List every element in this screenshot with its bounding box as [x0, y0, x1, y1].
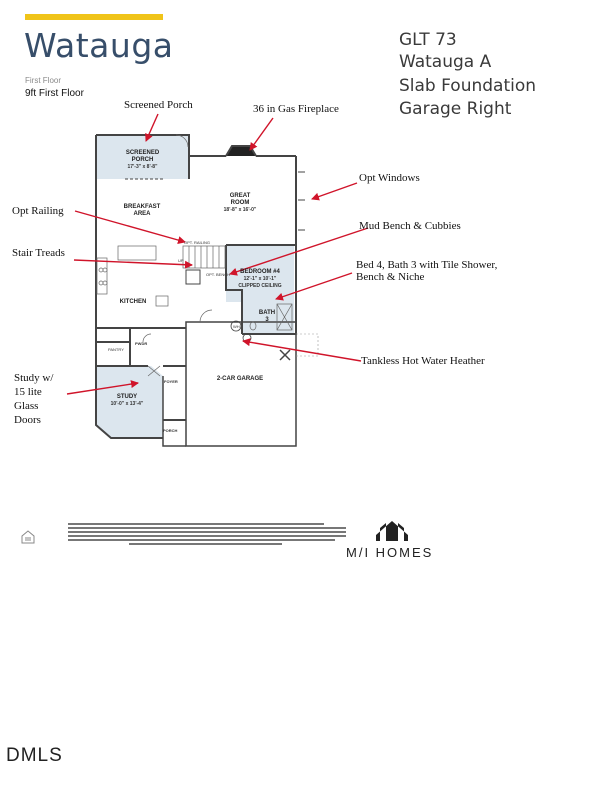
window-marks: [125, 171, 305, 231]
stair-closet: [185, 269, 201, 285]
annotation-mud-bench: Mud Bench & Cubbies: [359, 220, 461, 232]
screened-porch-name-2: PORCH: [131, 157, 154, 163]
screened-porch-fill: [96, 135, 189, 179]
great-room-label: GREAT ROOM 18'-8" x 16'-0": [210, 193, 270, 214]
annotation-bed4-line2: Bench & Niche: [356, 271, 425, 283]
pantry-label: PANTRY: [108, 347, 124, 352]
screened-porch-dims: 17'-3" x 8'-8": [127, 164, 158, 170]
stairs: [182, 245, 226, 269]
spec-glt-value: 73: [435, 30, 457, 50]
opt-bench-tag: OPT. BENCH: [206, 272, 231, 277]
accent-bar: [25, 14, 163, 20]
bath3-name-1: BATH: [258, 310, 276, 316]
breakfast-name-1: BREAKFAST: [123, 204, 161, 210]
spec-garage: Garage Right: [399, 99, 512, 119]
opt-railing-tag: OPT. RAILING: [184, 240, 211, 245]
great-room-name-2: ROOM: [230, 200, 250, 206]
disclaimer-fine-print: [68, 523, 346, 547]
annotation-gas-fireplace: 36 in Gas Fireplace: [253, 103, 339, 115]
annotation-study-line4: Doors: [14, 414, 41, 426]
floor-label: First Floor: [25, 76, 61, 85]
spec-model: Watauga A: [399, 52, 492, 72]
porch-label: PORCH: [163, 428, 178, 433]
walls: [95, 134, 297, 447]
study-name: STUDY: [116, 394, 138, 400]
annotation-opt-windows: Opt Windows: [359, 172, 420, 184]
study-fill: [96, 366, 163, 438]
screened-porch-label: SCREENED PORCH 17'-3" x 8'-8": [115, 150, 170, 171]
screened-porch-name-1: SCREENED: [125, 150, 160, 156]
annotation-bed4-line1: Bed 4, Bath 3 with Tile Shower,: [356, 259, 498, 271]
garage-label: 2-CAR GARAGE: [216, 376, 264, 382]
equal-housing-icon: [21, 530, 35, 544]
study-label: STUDY 10'-0" x 13'-4": [102, 394, 152, 408]
bedroom4-label: BEDROOM #4 12'-1" x 10'-1" CLIPPED CEILI…: [228, 269, 292, 290]
plan-title: Watauga: [24, 26, 174, 65]
bedroom4-dims: 12'-1" x 10'-1": [243, 276, 277, 282]
annotation-bed4: Bed 4, Bath 3 with Tile Shower, Bench & …: [356, 259, 497, 283]
breakfast-area-label: BREAKFAST AREA: [112, 204, 172, 218]
spec-glt: GLT 73: [399, 30, 457, 50]
mi-homes-logo-mark: [376, 521, 408, 541]
kitchen-fixtures: [96, 245, 169, 307]
breakfast-name-2: AREA: [133, 211, 151, 217]
garage-bumpout: [296, 333, 319, 357]
annotation-screened-porch: Screened Porch: [124, 99, 193, 111]
bath3-name-2: 3: [265, 317, 269, 323]
annotation-study-line1: Study w/: [14, 372, 54, 384]
bath-fixtures: [249, 303, 293, 331]
spec-glt-prefix: GLT: [399, 30, 436, 50]
water-heater-tag: WH: [233, 324, 240, 329]
kitchen-label: KITCHEN: [119, 299, 147, 305]
annotation-opt-railing: Opt Railing: [12, 205, 64, 217]
spec-foundation: Slab Foundation: [399, 76, 537, 96]
brand-logo-text: M/I HOMES: [346, 545, 434, 560]
annotation-study: Study w/ 15 lite Glass Doors: [14, 371, 53, 427]
annotation-stair-treads: Stair Treads: [12, 247, 65, 259]
great-room-dims: 18'-8" x 16'-0": [223, 207, 257, 213]
ceiling-note: 9ft First Floor: [25, 88, 84, 99]
bedroom4-name: BEDROOM #4: [240, 269, 280, 275]
annotation-arrows: [66, 113, 369, 395]
study-dims: 10'-0" x 13'-4": [110, 401, 144, 407]
annotation-study-line3: Glass: [14, 400, 39, 412]
water-heater-symbol: [230, 320, 242, 332]
x-mark: [279, 349, 291, 361]
great-room-name-1: GREAT: [229, 193, 251, 199]
powder-label: PWDR: [135, 341, 148, 346]
stair-up-tag: UP: [178, 258, 184, 263]
bath3-label: BATH 3: [258, 310, 276, 324]
bedroom4-note: CLIPPED CEILING: [238, 283, 282, 289]
annotation-study-line2: 15 lite: [14, 386, 42, 398]
dmls-watermark: DMLS: [6, 745, 63, 766]
annotation-tankless: Tankless Hot Water Heather: [361, 355, 485, 367]
door-swings: [142, 134, 213, 377]
foyer-label: FOYER: [164, 379, 178, 384]
